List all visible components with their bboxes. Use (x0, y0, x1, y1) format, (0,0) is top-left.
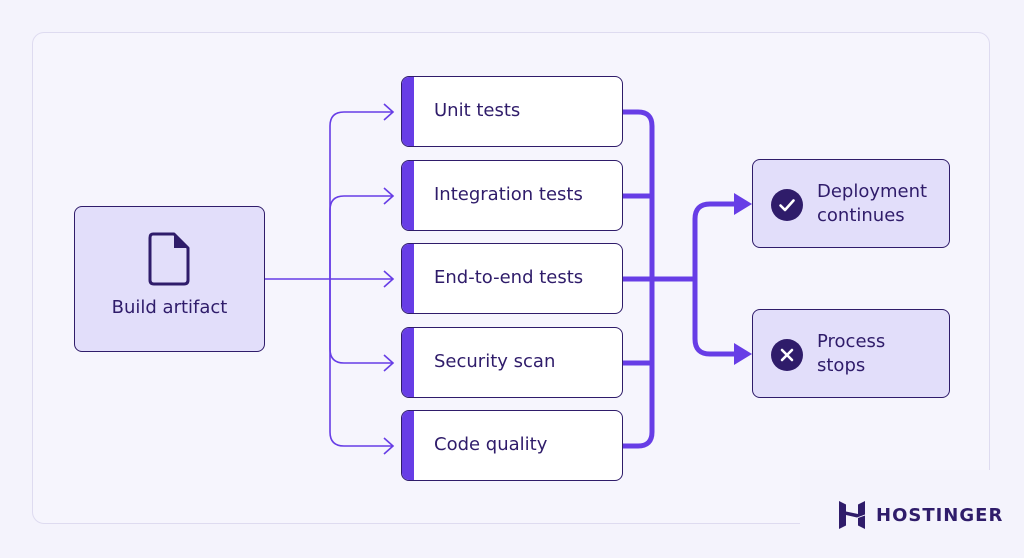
frame-gap (800, 470, 1024, 558)
node-accent-bar (402, 328, 414, 397)
connector-to-code-quality (329, 279, 392, 447)
node-accent-bar (402, 161, 414, 230)
node-accent-bar (402, 244, 414, 313)
integration-tests-node: Integration tests (401, 160, 623, 231)
deployment-continues-label: Deployment continues (817, 180, 947, 228)
outcome-line-2: stops (817, 355, 866, 376)
brand-name: HOSTINGER (876, 505, 1004, 526)
process-stops-label: Process stops (817, 330, 947, 378)
branch-to-deployment (692, 201, 736, 279)
check-circle-icon (771, 189, 803, 225)
arrowhead-quality (383, 437, 395, 455)
arrowhead-unit (383, 103, 395, 121)
outcome-line-2: continues (817, 205, 905, 226)
arrowhead-security (383, 354, 395, 372)
fan-out-connectors (265, 103, 395, 455)
e2e-tests-label: End-to-end tests (434, 267, 584, 288)
build-artifact-node: Build artifact (74, 206, 265, 352)
e2e-tests-node: End-to-end tests (401, 243, 623, 314)
integration-tests-label: Integration tests (434, 184, 583, 205)
arrowhead-integration (383, 187, 395, 205)
brand-logo: HOSTINGER (838, 500, 1002, 530)
branch-to-process-stops (692, 279, 736, 357)
merge-connectors (623, 109, 736, 449)
node-accent-bar (402, 411, 414, 480)
deployment-continues-node: Deployment continues (752, 159, 950, 248)
process-stops-node: Process stops (752, 309, 950, 398)
security-scan-label: Security scan (434, 351, 556, 372)
outcome-line-1: Deployment (817, 181, 928, 202)
outcome-line-1: Process (817, 331, 886, 352)
hostinger-logo-icon (838, 500, 866, 534)
arrowhead-e2e (383, 270, 395, 288)
arrowhead-process-stops (734, 343, 752, 365)
unit-tests-label: Unit tests (434, 100, 521, 121)
unit-tests-node: Unit tests (401, 76, 623, 147)
connector-to-unit-tests (329, 111, 392, 279)
code-quality-node: Code quality (401, 410, 623, 481)
arrowhead-deployment (734, 193, 752, 215)
code-quality-label: Code quality (434, 434, 548, 455)
x-circle-icon (771, 339, 803, 375)
node-accent-bar (402, 77, 414, 146)
connector-to-security-scan (329, 279, 392, 364)
file-icon (147, 231, 191, 291)
security-scan-node: Security scan (401, 327, 623, 398)
connector-to-integration-tests (329, 195, 392, 279)
build-artifact-label: Build artifact (111, 297, 228, 318)
